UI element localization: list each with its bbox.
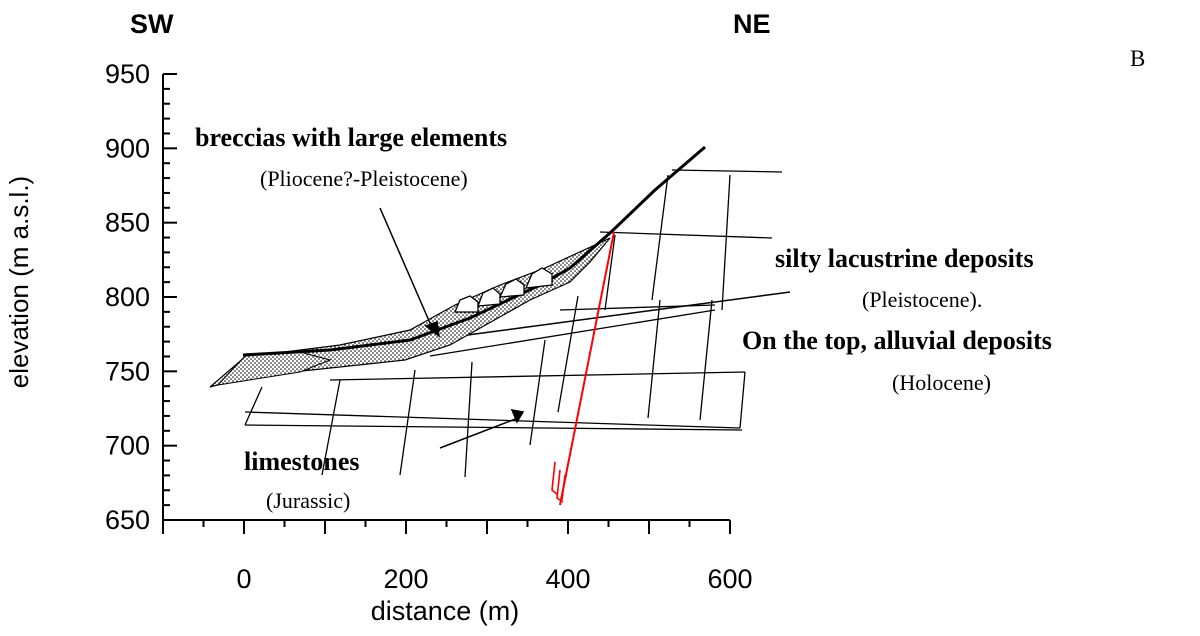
- joint-line: [399, 369, 416, 476]
- house-icon: [477, 287, 501, 307]
- joint-line: [739, 371, 746, 429]
- houses: [454, 267, 553, 313]
- limestone-arrow-icon: [510, 409, 525, 424]
- sw-label: SW: [130, 9, 174, 39]
- joint-line: [651, 174, 669, 301]
- y-tick-label: 950: [105, 59, 150, 89]
- joint-line: [699, 299, 713, 421]
- limestones-title: limestones: [244, 447, 360, 476]
- y-axis-title: elevation (m a.s.l.): [4, 176, 34, 388]
- y-tick-label: 650: [105, 505, 150, 535]
- panel-label: B: [1130, 46, 1145, 71]
- silty-age: (Pleistocene).: [862, 287, 982, 312]
- x-tick-label: 400: [545, 564, 590, 594]
- joint-line: [321, 379, 341, 476]
- arrows: [379, 207, 525, 449]
- house-icon: [498, 278, 525, 298]
- house-icon: [454, 295, 479, 313]
- joint-line: [557, 295, 579, 413]
- breccia-arrow-icon: [424, 320, 441, 338]
- y-tick-label: 900: [105, 133, 150, 163]
- x-tick-label: 600: [707, 564, 752, 594]
- breccias-title: breccias with large elements: [195, 123, 507, 152]
- joint-line: [604, 234, 616, 311]
- joint-line: [464, 361, 473, 478]
- limestones-age: (Jurassic): [266, 488, 350, 513]
- joint-line: [244, 386, 263, 426]
- joint-line: [721, 174, 731, 311]
- y-tick-label: 850: [105, 208, 150, 238]
- bedding-line: [671, 169, 783, 173]
- alluvial-age: (Holocene): [892, 370, 991, 395]
- x-tick-label: 200: [383, 564, 428, 594]
- joint-line: [647, 299, 661, 419]
- bedding-line: [599, 231, 773, 239]
- y-tick-label: 700: [105, 431, 150, 461]
- alluvial-lens: [216, 351, 332, 386]
- y-tick-label: 800: [105, 282, 150, 312]
- ne-label: NE: [733, 9, 771, 39]
- y-ticks: 950 900 850 800 750 700 650: [105, 59, 177, 535]
- bedding-line: [429, 309, 716, 357]
- x-axis-title: distance (m): [371, 596, 520, 626]
- alluvial-title: On the top, alluvial deposits: [742, 326, 1052, 355]
- fault-arrow-icon: [551, 461, 566, 503]
- bedding-line: [244, 411, 741, 429]
- x-tick-label: 0: [236, 564, 251, 594]
- silty-deposit-line: [429, 291, 791, 341]
- silty-title: silty lacustrine deposits: [775, 244, 1034, 273]
- limestone-arrow-line: [439, 417, 519, 449]
- breccia-arrow-line: [379, 207, 434, 331]
- bedding-line: [329, 371, 746, 381]
- fault-line: [559, 231, 615, 506]
- breccias-age: (Pliocene?-Pleistocene): [260, 166, 468, 191]
- fault: [551, 231, 615, 506]
- limestone-outline: [210, 147, 760, 430]
- house-icon: [524, 267, 553, 289]
- x-ticks: 0 200 400 600: [162, 520, 753, 594]
- y-tick-label: 750: [105, 356, 150, 386]
